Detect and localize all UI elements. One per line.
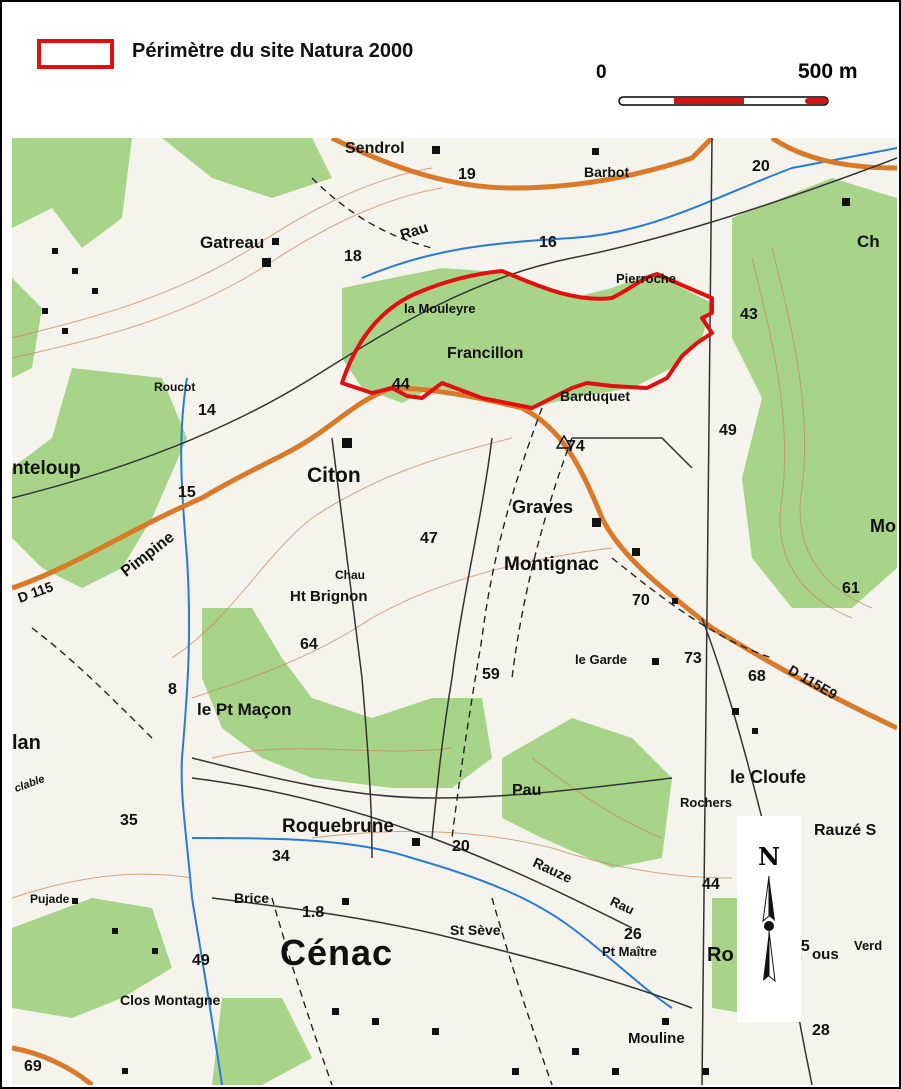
spot-height: 34 bbox=[272, 848, 290, 865]
spot-height: 35 bbox=[120, 812, 138, 829]
spot-height: 74 bbox=[567, 438, 585, 455]
spot-height: 8 bbox=[168, 681, 177, 698]
spot-height: 44 bbox=[392, 376, 410, 393]
survey-point-triangle bbox=[555, 434, 573, 449]
place-barduquet: Barduquet bbox=[560, 388, 630, 404]
place-francillon: Francillon bbox=[447, 345, 524, 362]
place-pierroche: Pierroche bbox=[616, 271, 676, 286]
place-pau: Pau bbox=[512, 782, 542, 799]
place-le-pt-macon: le Pt Maçon bbox=[197, 700, 292, 719]
spot-height: 20 bbox=[752, 158, 770, 175]
place-chau-brignon: Chau bbox=[335, 568, 365, 582]
place-verd: Verd bbox=[854, 938, 883, 953]
spot-height: 44 bbox=[702, 876, 720, 893]
scale-zero-label: 0 bbox=[596, 62, 607, 83]
streams bbox=[180, 147, 897, 1085]
place-brice: Brice bbox=[234, 890, 270, 906]
place-le-garde: le Garde bbox=[575, 652, 628, 667]
place-pt-maitre: Pt Maître bbox=[602, 944, 657, 959]
natura-perimeter-legend-swatch bbox=[37, 39, 114, 69]
spot-height: 43 bbox=[740, 306, 758, 323]
place-chateau-right: Ch bbox=[857, 232, 880, 251]
spot-height: 14 bbox=[198, 402, 216, 419]
spot-height: 64 bbox=[300, 636, 318, 653]
north-arrow-panel: N bbox=[737, 816, 801, 1022]
spot-height: 59 bbox=[482, 666, 500, 683]
north-arrow-icon bbox=[762, 875, 776, 983]
spot-height: 18 bbox=[344, 248, 362, 265]
spot-height: 15 bbox=[178, 484, 196, 501]
scale-end-label: 500 m bbox=[798, 60, 858, 83]
spot-height: 73 bbox=[684, 650, 702, 667]
place-la-mouleyre: la Mouleyre bbox=[404, 301, 476, 316]
scale-bar bbox=[618, 96, 829, 106]
place-citon: Citon bbox=[307, 464, 361, 487]
natura-2000-perimeter bbox=[340, 269, 714, 410]
place-gatreau: Gatreau bbox=[200, 233, 265, 252]
legend-label: Périmètre du site Natura 2000 bbox=[132, 40, 414, 62]
place-pujade: Pujade bbox=[30, 892, 70, 906]
spot-height: 20 bbox=[452, 838, 470, 855]
spot-height: 49 bbox=[719, 422, 737, 439]
spot-height: 26 bbox=[624, 926, 642, 943]
place-graves: Graves bbox=[512, 497, 574, 517]
spot-height: 69 bbox=[24, 1058, 42, 1075]
place-cenac: Cénac bbox=[280, 932, 394, 973]
place-sendrol: Sendrol bbox=[345, 140, 405, 157]
spot-height: 28 bbox=[812, 1022, 830, 1039]
spot-height: 16 bbox=[539, 234, 557, 251]
buildings bbox=[42, 146, 850, 1075]
spot-height: 61 bbox=[842, 580, 860, 597]
contour-lines bbox=[12, 167, 873, 899]
place-ro: Ro bbox=[707, 944, 734, 966]
place-le-cloufe: le Cloufe bbox=[730, 767, 807, 787]
place-mouline: Mouline bbox=[628, 1030, 685, 1047]
place-montignac: Montignac bbox=[504, 554, 599, 575]
major-roads bbox=[12, 138, 897, 1085]
place-lan: lan bbox=[12, 732, 41, 754]
place-monteloup: nteloup bbox=[12, 458, 81, 479]
place-ous: ous bbox=[812, 946, 839, 963]
topographic-map: Sendrol Barbot Gatreau Rau Pierroche la … bbox=[12, 138, 897, 1085]
place-roucot: Roucot bbox=[154, 380, 196, 394]
spot-height: 68 bbox=[748, 668, 766, 685]
spot-height: 49 bbox=[192, 952, 210, 969]
place-st-seve: St Sève bbox=[450, 922, 501, 938]
place-clos-montagne: Clos Montagne bbox=[120, 992, 221, 1008]
spot-height: 47 bbox=[420, 530, 438, 547]
spot-height: 1.8 bbox=[302, 904, 325, 921]
place-barbot: Barbot bbox=[584, 164, 630, 180]
place-roquebrune: Roquebrune bbox=[282, 816, 394, 837]
spot-height: 70 bbox=[632, 592, 650, 609]
spot-height: 19 bbox=[458, 166, 476, 183]
place-ht-brignon: Ht Brignon bbox=[290, 588, 368, 605]
place-rauze-s: Rauzé S bbox=[814, 822, 877, 839]
place-mo: Mo bbox=[870, 516, 896, 536]
north-label: N bbox=[758, 842, 780, 871]
tracks bbox=[31, 177, 773, 1085]
place-rochers: Rochers bbox=[680, 795, 733, 810]
